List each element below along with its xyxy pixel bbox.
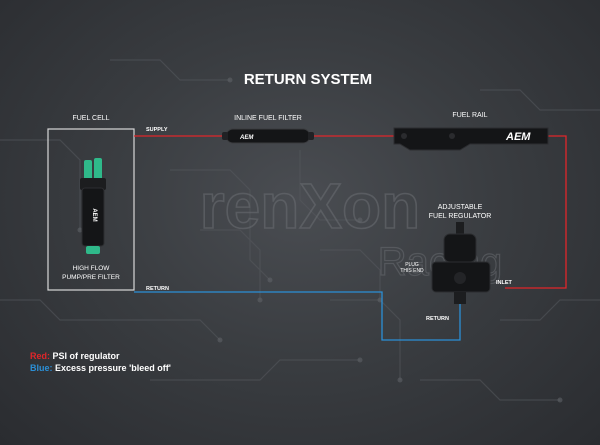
fuel-cell-box [47,128,135,291]
rail-to-regulator-line [505,135,567,289]
inline-fuel-filter: AEM [222,128,314,144]
legend: Red: PSI of regulator Blue: Excess press… [30,350,171,374]
inline-filter-label: INLINE FUEL FILTER [234,115,302,122]
circuit-background [0,59,600,401]
pump-brand-mark: AEM [91,208,97,221]
legend-blue-text: Excess pressure 'bleed off' [55,363,171,373]
plug-label-line1: PLUG [405,262,419,268]
legend-red-row: Red: PSI of regulator [30,350,171,362]
plug-label-line2: THIS END [400,268,424,274]
fuel-rail: AEM [393,127,549,151]
regulator-label-line1: ADJUSTABLE [438,204,483,211]
return-label-cell: RETURN [146,286,169,292]
legend-red-key: Red: [30,351,50,361]
fuel-cell-label: FUEL CELL [72,115,109,122]
rail-brand-mark: AEM [505,131,531,143]
fuel-regulator [431,222,491,304]
fuel-rail-label: FUEL RAIL [452,112,487,119]
regulator-label-line2: FUEL REGULATOR [429,213,492,220]
diagram-title: RETURN SYSTEM [244,71,372,88]
supply-label: SUPPLY [146,127,168,133]
return-line [134,291,461,341]
return-label-regulator: RETURN [426,316,449,322]
watermark-logo: renXon [200,170,420,242]
pump-label-line1: HIGH FLOW [73,265,111,272]
legend-red-text: PSI of regulator [52,351,120,361]
filter-brand-mark: AEM [239,135,254,141]
legend-blue-key: Blue: [30,363,53,373]
legend-blue-row: Blue: Excess pressure 'bleed off' [30,362,171,374]
pump-label-line2: PUMP/PRE FILTER [62,274,120,281]
circuit-pads [77,77,563,403]
fuel-pump: AEM [80,158,106,254]
inlet-label: INLET [496,280,513,286]
